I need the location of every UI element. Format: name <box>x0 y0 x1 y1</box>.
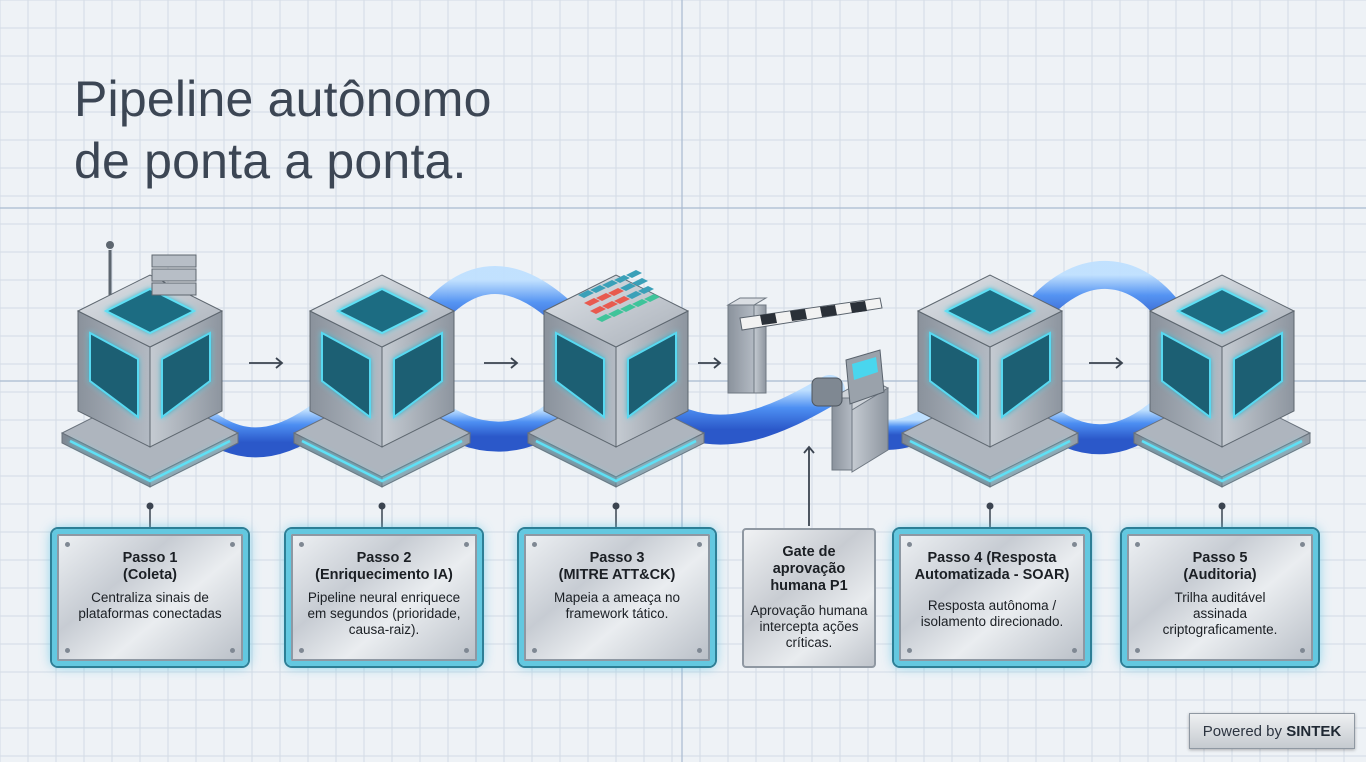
title-line-1: Pipeline autônomo <box>74 71 492 127</box>
gate-card: Gate de aprovação humana P1 Aprovação hu… <box>742 528 876 668</box>
step-5-heading: Passo 5 (Auditoria) <box>1183 550 1257 583</box>
shield-icon <box>943 287 1037 335</box>
arrow-1-2 <box>249 357 284 369</box>
step-1-heading: Passo 1 (Coleta) <box>122 550 178 583</box>
step-card-2: Passo 2 (Enriquecimento IA) Pipeline neu… <box>286 529 482 666</box>
step-3-description: Mapeia a ameaça no framework tático. <box>553 590 681 621</box>
badge-prefix: Powered by <box>1202 723 1283 740</box>
machine-step-4 <box>900 274 1080 488</box>
gate-description: Aprovação humana intercepta ações crític… <box>750 603 868 650</box>
machine-step-3 <box>526 270 706 488</box>
step-1-description: Centraliza sinais de plataformas conecta… <box>78 590 222 621</box>
gate-heading: Gate de aprovação humana P1 <box>770 544 848 594</box>
step-2-description: Pipeline neural enriquece em segundos (p… <box>307 590 461 637</box>
step-card-1: Passo 1 (Coleta) Centraliza sinais de pl… <box>52 529 248 666</box>
step-card-3: Passo 3 (MITRE ATT&CK) Mapeia a ameaça n… <box>519 529 715 666</box>
page-title: Pipeline autônomo de ponta a ponta. <box>74 68 492 192</box>
pipe-segment-upper-4-5 <box>1016 260 1189 334</box>
machine-step-5 <box>1132 274 1312 488</box>
step-2-heading: Passo 2 (Enriquecimento IA) <box>315 550 453 583</box>
step-card-4: Passo 4 (Resposta Automatizada - SOAR) R… <box>894 529 1090 666</box>
machine-step-2 <box>292 274 472 488</box>
step-4-heading: Passo 4 (Resposta Automatizada - SOAR) <box>914 550 1070 583</box>
arrow-4-5 <box>1089 357 1124 369</box>
arrow-gate-up <box>803 445 815 526</box>
matrix-grid-icon <box>578 270 660 322</box>
arrow-2-3 <box>484 357 519 369</box>
step-4-description: Resposta autônoma / isolamento direciona… <box>920 598 1064 629</box>
lock-icon <box>1175 287 1269 335</box>
machine-step-1 <box>60 241 240 488</box>
card-connectors <box>146 502 1226 529</box>
barrier-gate-icon <box>726 297 883 394</box>
gate-terminal-icon <box>811 349 890 473</box>
arrow-3-gate <box>698 357 722 369</box>
server-antenna-icon <box>103 241 197 335</box>
pipe-segment-3-gate <box>650 375 845 445</box>
powered-by-badge: Powered by SINTEK <box>1189 713 1355 749</box>
brain-icon <box>335 287 429 335</box>
badge-brand: SINTEK <box>1286 723 1342 740</box>
step-card-5: Passo 5 (Auditoria) Trilha auditável ass… <box>1122 529 1318 666</box>
title-line-2: de ponta a ponta. <box>74 133 467 189</box>
flow-arrows <box>249 357 1124 526</box>
step-3-heading: Passo 3 (MITRE ATT&CK) <box>558 550 676 583</box>
step-5-description: Trilha auditável assinada criptograficam… <box>1162 590 1278 637</box>
